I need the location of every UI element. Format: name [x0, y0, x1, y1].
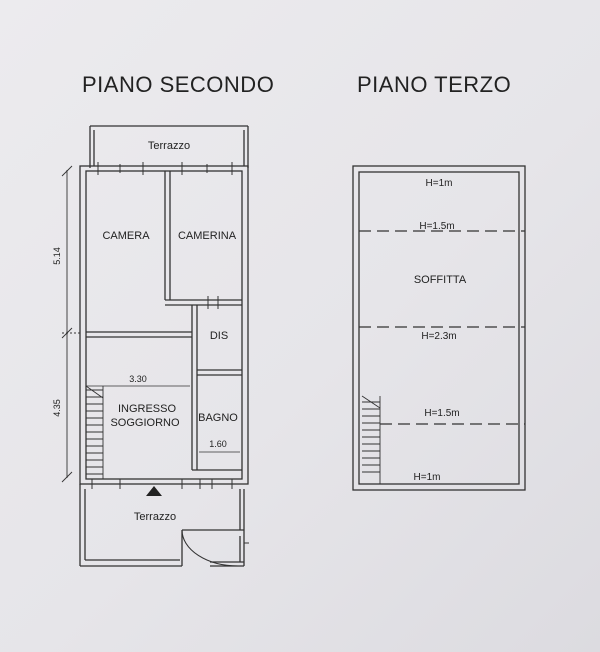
room-label-terrazzo-bottom: Terrazzo — [134, 511, 176, 523]
room-label-camera: CAMERA — [102, 230, 150, 242]
dimension-label-1-60: 1.60 — [209, 439, 227, 449]
room-label-dis: DIS — [210, 330, 228, 342]
plan-piano-terzo — [352, 165, 526, 491]
dimension-label-4-35: 4.35 — [52, 399, 62, 417]
room-label-terrazzo-top: Terrazzo — [148, 140, 190, 152]
dimension-label-5-14: 5.14 — [52, 247, 62, 265]
side-ticks — [352, 180, 526, 215]
outer-walls — [79, 165, 249, 485]
height-label-bottom: H=1m — [414, 472, 441, 483]
room-label-ingresso: INGRESSO — [118, 403, 177, 415]
height-label-upper: H=1.5m — [419, 221, 454, 232]
terrace-top — [89, 125, 249, 168]
dimension-label-3-30: 3.30 — [129, 374, 147, 384]
staircase-attic — [361, 395, 381, 484]
bottom-openings — [91, 479, 233, 489]
floor-title-piano-terzo: PIANO TERZO — [357, 72, 512, 97]
terrace-bottom — [79, 484, 249, 567]
room-label-soggiorno: SOGGIORNO — [110, 417, 180, 429]
room-label-camerina: CAMERINA — [178, 230, 237, 242]
floor-title-piano-secondo: PIANO SECONDO — [82, 72, 275, 97]
interior-walls — [86, 171, 242, 471]
entrance-arrow-icon — [146, 486, 162, 496]
top-windows — [97, 162, 233, 309]
height-label-lower: H=1.5m — [424, 408, 459, 419]
room-label-soffitta: SOFFITTA — [414, 274, 467, 286]
dimension-lines-vertical — [61, 165, 80, 483]
height-label-top: H=1m — [426, 178, 453, 189]
room-label-bagno: BAGNO — [198, 412, 238, 424]
height-label-middle: H=2.3m — [421, 331, 456, 342]
staircase — [85, 385, 104, 479]
plan-piano-secondo — [61, 125, 249, 567]
